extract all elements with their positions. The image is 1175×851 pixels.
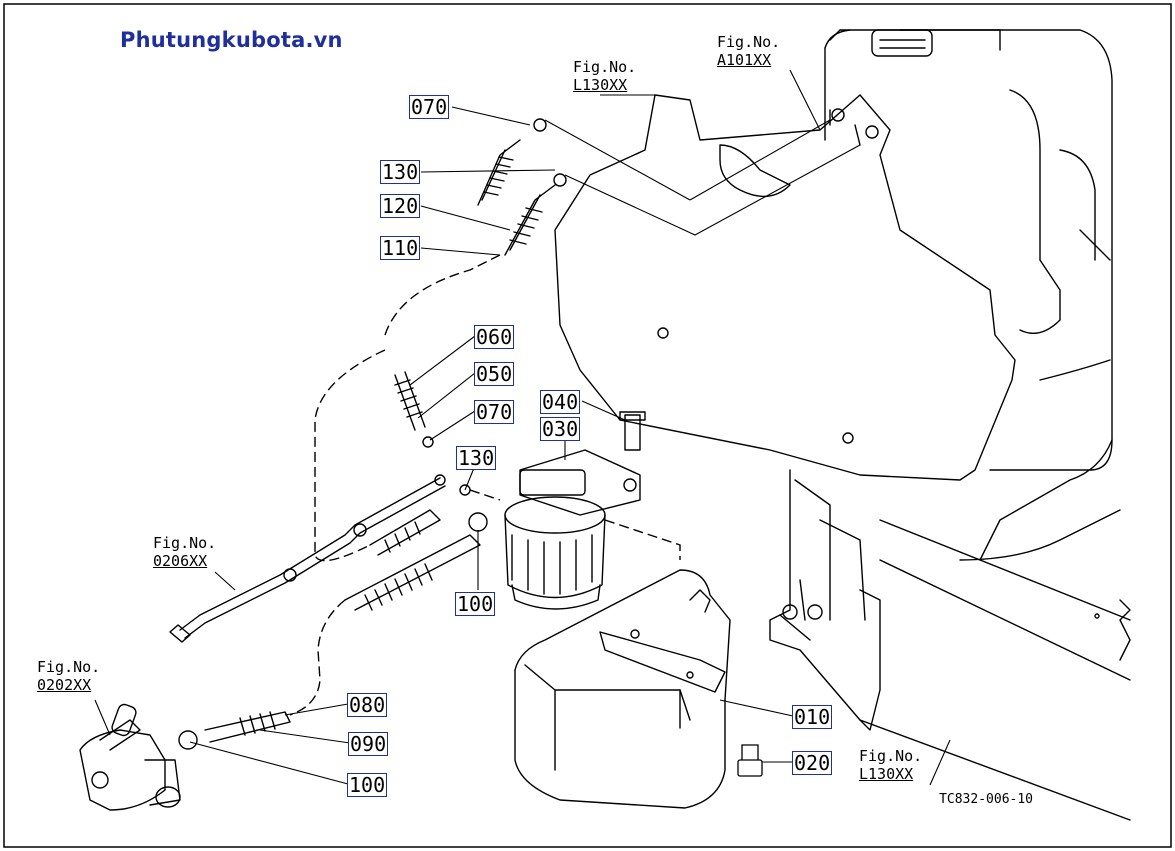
leader-100-bottom bbox=[189, 741, 349, 785]
fender-link-3 bbox=[689, 119, 831, 201]
fig-ref-a101[interactable]: Fig.No. A101XX bbox=[717, 33, 781, 69]
callout-030[interactable]: 030 bbox=[540, 417, 581, 441]
frame-rail-drawing bbox=[769, 469, 1131, 821]
leader-fig-0202 bbox=[94, 699, 111, 736]
fig-ref-number: L130XX bbox=[573, 76, 628, 94]
callout-110[interactable]: 110 bbox=[380, 236, 421, 260]
callout-100-bottom[interactable]: 100 bbox=[347, 773, 388, 797]
fender-link-1 bbox=[544, 119, 691, 201]
fuel-hoses-drawing bbox=[178, 118, 567, 750]
callout-130-top[interactable]: 130 bbox=[380, 160, 421, 184]
callout-100-mid[interactable]: 100 bbox=[455, 592, 496, 616]
leader-110 bbox=[420, 247, 501, 256]
fuel-filter-drawing bbox=[504, 411, 646, 610]
fender-plate-drawing bbox=[554, 94, 1016, 481]
fuel-pipe-drawing bbox=[169, 474, 446, 643]
drawing-code: TC832-006-10 bbox=[939, 792, 1033, 807]
callout-070-mid[interactable]: 070 bbox=[474, 400, 515, 424]
fig-ref-label: Fig.No. bbox=[153, 534, 217, 552]
callout-090[interactable]: 090 bbox=[348, 732, 389, 756]
callout-070-top[interactable]: 070 bbox=[409, 95, 450, 119]
dashed-connector-left bbox=[314, 349, 386, 562]
leader-050 bbox=[417, 372, 476, 419]
leader-130-top bbox=[420, 169, 556, 173]
fig-ref-label: Fig.No. bbox=[717, 33, 781, 51]
leader-040 bbox=[581, 400, 626, 421]
fuel-tank-drawing bbox=[824, 29, 1121, 561]
fig-ref-l130-top[interactable]: Fig.No. L130XX bbox=[573, 58, 637, 94]
leader-fig-0206 bbox=[214, 571, 236, 591]
callout-130-mid[interactable]: 130 bbox=[456, 446, 497, 470]
callout-060[interactable]: 060 bbox=[474, 325, 515, 349]
leader-090 bbox=[259, 729, 351, 744]
leader-130-mid bbox=[464, 467, 475, 491]
leader-120 bbox=[420, 205, 511, 231]
bolt-020-head bbox=[737, 759, 763, 777]
dashed-connector-fender bbox=[469, 489, 501, 501]
fig-ref-label: Fig.No. bbox=[859, 747, 923, 765]
filter-guard-drawing bbox=[514, 569, 731, 809]
fig-ref-label: Fig.No. bbox=[573, 58, 637, 76]
leader-070-mid bbox=[429, 410, 476, 441]
leader-fig-a101 bbox=[789, 69, 821, 131]
fig-ref-number: 0206XX bbox=[153, 552, 208, 570]
fig-ref-l130-bottom[interactable]: Fig.No. L130XX bbox=[859, 747, 923, 783]
fig-ref-number: L130XX bbox=[859, 765, 914, 783]
leader-010 bbox=[719, 699, 794, 717]
fig-ref-label: Fig.No. bbox=[37, 658, 101, 676]
fig-ref-0202[interactable]: Fig.No. 0202XX bbox=[37, 658, 101, 694]
dashed-connector-lower bbox=[289, 599, 346, 716]
callout-020[interactable]: 020 bbox=[792, 751, 833, 775]
callout-040[interactable]: 040 bbox=[540, 390, 581, 414]
fig-ref-number: A101XX bbox=[717, 51, 772, 69]
leader-070-top bbox=[451, 106, 531, 126]
fig-ref-number: 0202XX bbox=[37, 676, 92, 694]
callout-120[interactable]: 120 bbox=[380, 194, 421, 218]
leader-080 bbox=[284, 703, 349, 716]
dashed-connector-filter bbox=[604, 519, 681, 560]
leader-060 bbox=[409, 335, 476, 386]
diagram-border bbox=[3, 3, 1172, 848]
dashed-connector-upper bbox=[384, 254, 501, 336]
fuel-pump-drawing bbox=[79, 703, 181, 811]
site-watermark: Phutungkubota.vn bbox=[120, 28, 343, 52]
fender-link-2 bbox=[564, 144, 861, 236]
fig-ref-0206[interactable]: Fig.No. 0206XX bbox=[153, 534, 217, 570]
callout-080[interactable]: 080 bbox=[347, 693, 388, 717]
callout-050[interactable]: 050 bbox=[474, 362, 515, 386]
leader-fig-l130-bottom bbox=[929, 739, 951, 786]
callout-010[interactable]: 010 bbox=[792, 705, 833, 729]
